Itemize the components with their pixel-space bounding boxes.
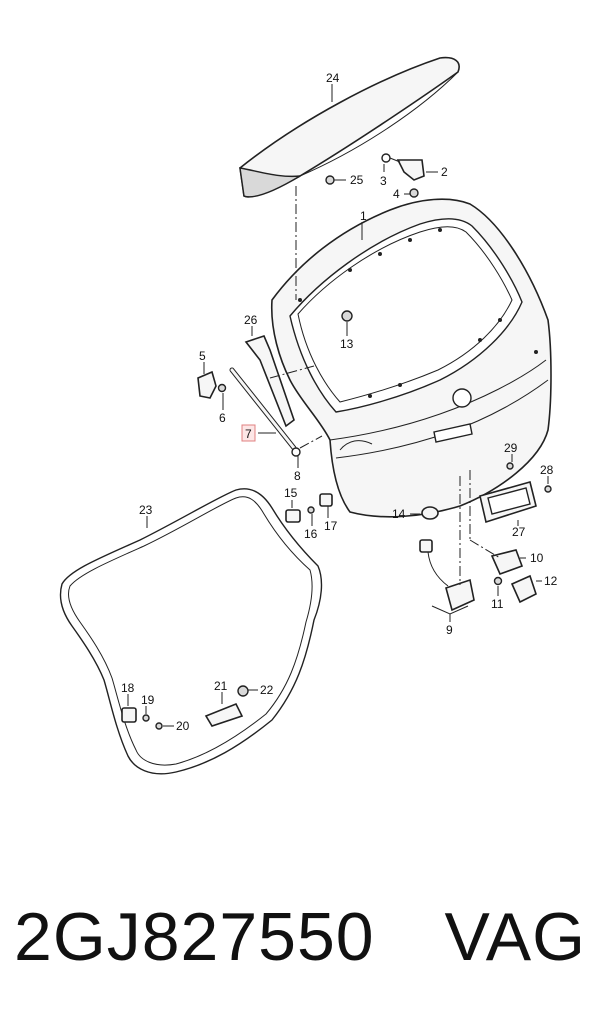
callout-14: 14 — [392, 507, 406, 521]
callout-19: 19 — [141, 693, 155, 707]
door-seal-23-part — [59, 488, 323, 775]
callout-25: 25 — [350, 173, 364, 187]
clip-18-part — [121, 707, 137, 723]
callout-7: 7 — [245, 427, 252, 441]
callout-3: 3 — [380, 174, 387, 188]
tailgate-part — [270, 198, 552, 518]
callout-6: 6 — [219, 411, 226, 425]
switch-9-part — [419, 539, 475, 612]
screw-28-part — [544, 485, 552, 493]
brand-name: VAG — [444, 899, 586, 975]
clip-20-part — [155, 722, 163, 730]
leader-lines — [127, 84, 549, 727]
callout-8: 8 — [294, 469, 301, 483]
plate-housing-27-part — [479, 481, 537, 524]
cap-22-part — [237, 685, 249, 697]
alignment-lines — [269, 186, 501, 585]
bracket-5-part — [197, 370, 227, 399]
callout-29: 29 — [504, 441, 518, 455]
callout-5: 5 — [199, 349, 206, 363]
callout-2: 2 — [441, 165, 448, 179]
clip-16-part — [307, 506, 315, 514]
callout-28: 28 — [540, 463, 554, 477]
callout-16: 16 — [304, 527, 318, 541]
callout-27: 27 — [512, 525, 526, 539]
bracket-21-part — [204, 702, 244, 727]
callout-24: 24 — [326, 71, 340, 85]
buffer-13-part — [341, 310, 353, 322]
clip-15-part — [285, 509, 301, 523]
clip-19-part — [142, 714, 150, 722]
callout-23: 23 — [139, 503, 153, 517]
clip-17-part — [319, 493, 333, 507]
callout-10: 10 — [530, 551, 544, 565]
gas-strut-7-part — [229, 367, 301, 457]
part-number: 2GJ827550 — [14, 899, 375, 975]
callout-26: 26 — [244, 313, 258, 327]
callout-labels: 24 1 2 3 4 25 13 26 5 6 7 8 15 16 17 14 … — [121, 71, 558, 733]
callout-12: 12 — [544, 574, 558, 588]
callout-9: 9 — [446, 623, 453, 637]
trim-strip-26-part — [244, 335, 295, 428]
callout-13: 13 — [340, 337, 354, 351]
callout-17: 17 — [324, 519, 338, 533]
nut-25-part — [325, 175, 335, 185]
grommet-14-part — [421, 506, 439, 520]
callout-21: 21 — [214, 679, 228, 693]
callout-11: 11 — [491, 597, 504, 611]
callout-1: 1 — [360, 209, 367, 223]
callout-18: 18 — [121, 681, 135, 695]
callout-4: 4 — [393, 187, 400, 201]
callout-7-highlight — [241, 424, 256, 442]
callout-20: 20 — [176, 719, 190, 733]
lock-10-part — [490, 549, 537, 604]
callout-22: 22 — [260, 683, 274, 697]
rear-spoiler-part — [239, 56, 460, 198]
hinge-part — [381, 153, 425, 198]
footer-caption: 2GJ827550 VAG — [14, 892, 586, 982]
callout-15: 15 — [284, 486, 298, 500]
screw-29-part — [506, 462, 514, 470]
